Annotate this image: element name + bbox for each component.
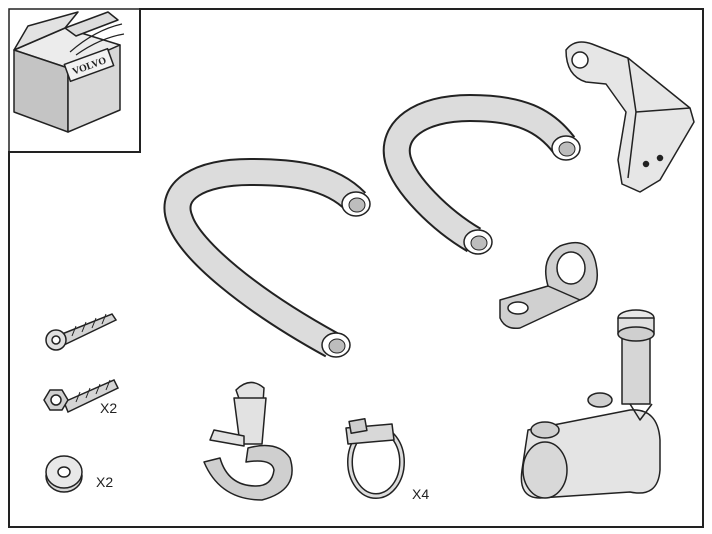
- hose-small-u: [382, 93, 581, 255]
- hose-holder-clip: [203, 381, 293, 501]
- heater-element: [520, 309, 661, 499]
- washer: [45, 455, 83, 493]
- bolt-quantity: X2: [100, 400, 117, 416]
- kit-box-icon: VOLVO: [13, 11, 125, 133]
- washer-quantity: X2: [96, 474, 113, 490]
- clip-bracket: [565, 41, 695, 193]
- bolt-hex-flange: [43, 379, 120, 414]
- hose-clamp-quantity: X4: [412, 486, 429, 502]
- hose-clamp: [345, 417, 405, 499]
- hose-large-u: [163, 157, 371, 358]
- p-clamp: [499, 241, 598, 330]
- screw-torx: [45, 313, 118, 351]
- kit-box-panel-border: [8, 8, 141, 153]
